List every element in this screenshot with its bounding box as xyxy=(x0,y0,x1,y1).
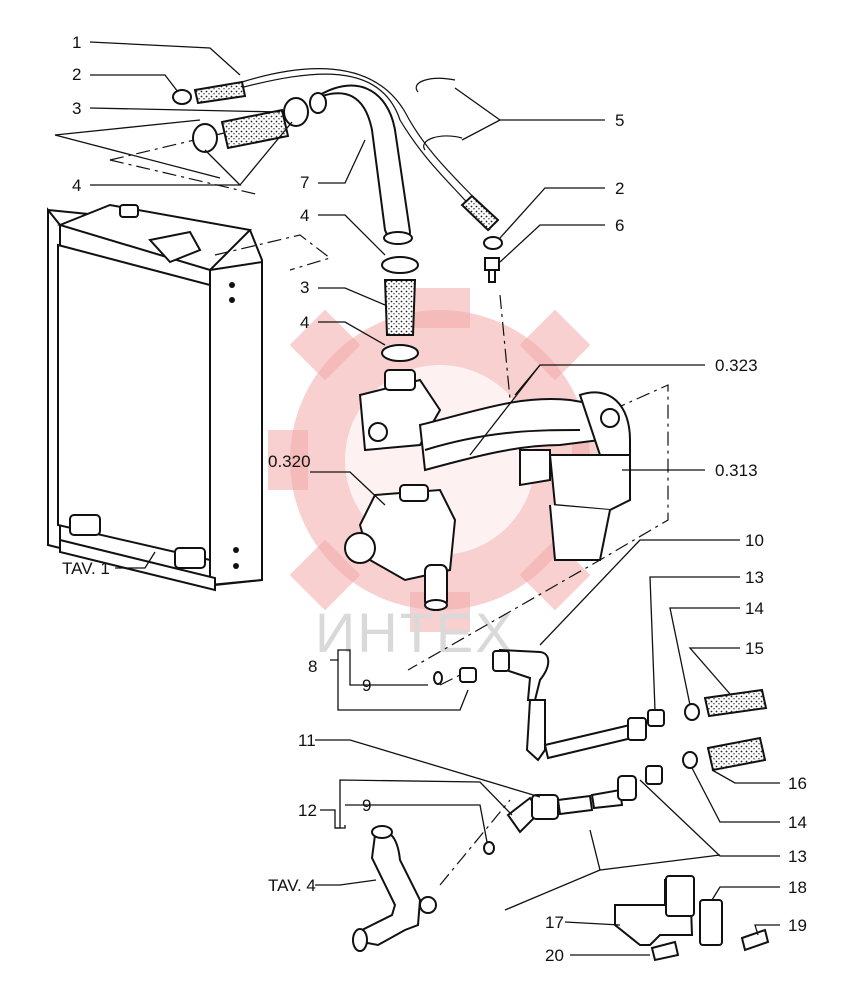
label-tav-1: TAV. 1 xyxy=(62,559,110,578)
pipe-10 xyxy=(433,648,647,762)
label-7: 7 xyxy=(300,173,309,192)
hose-1 xyxy=(193,80,247,105)
leader-lines xyxy=(54,41,780,956)
label-9-bottom: 9 xyxy=(362,796,371,815)
label-0-320: 0.320 xyxy=(268,452,311,471)
clip-5-b xyxy=(423,135,463,151)
label-14-top: 14 xyxy=(745,599,764,618)
fittings-row-upper xyxy=(647,688,768,727)
label-11: 11 xyxy=(298,731,316,750)
radiator-assembly xyxy=(47,203,263,592)
label-4-mid-a: 4 xyxy=(300,206,309,225)
clamp-2-upper xyxy=(172,89,192,105)
label-2-top: 2 xyxy=(72,65,81,84)
outlet-pipe-tav4 xyxy=(352,825,437,952)
label-3-mid: 3 xyxy=(300,278,309,297)
clamp-2-lower xyxy=(483,236,503,250)
label-0-313: 0.313 xyxy=(715,461,758,480)
fittings-row-lower xyxy=(483,736,767,855)
label-0-323: 0.323 xyxy=(715,356,758,375)
label-1: 1 xyxy=(72,33,81,52)
water-pump xyxy=(344,484,457,611)
label-tav-4: TAV. 4 xyxy=(268,876,316,895)
hose-3-upper xyxy=(220,108,290,150)
label-12: 12 xyxy=(298,801,317,820)
watermark-text: ИНТЕХ xyxy=(315,601,515,664)
hose-3-lower xyxy=(383,279,417,336)
label-19: 19 xyxy=(788,916,807,935)
label-5: 5 xyxy=(615,111,624,130)
clamp-4-a xyxy=(192,123,218,153)
clip-5-a xyxy=(415,77,456,93)
clamp-4-c xyxy=(381,256,419,274)
label-6: 6 xyxy=(615,216,624,235)
label-3-top: 3 xyxy=(72,99,81,118)
label-15: 15 xyxy=(745,639,764,658)
label-13-top: 13 xyxy=(745,568,764,587)
label-10: 10 xyxy=(745,531,764,550)
thermostat-housing xyxy=(358,369,601,487)
label-16: 16 xyxy=(788,774,807,793)
label-2-right: 2 xyxy=(615,179,624,198)
label-14-bottom: 14 xyxy=(788,813,807,832)
label-4-top: 4 xyxy=(72,176,81,195)
bracket-assembly xyxy=(614,875,770,962)
label-18: 18 xyxy=(788,878,807,897)
label-8: 8 xyxy=(308,657,317,676)
clamp-4-b xyxy=(283,97,309,127)
label-20: 20 xyxy=(545,946,564,965)
label-17: 17 xyxy=(545,913,564,932)
fitting-6 xyxy=(484,257,500,283)
label-9-top: 9 xyxy=(362,676,371,695)
hose-end-1 xyxy=(460,194,500,232)
label-13-bottom: 13 xyxy=(788,847,807,866)
oil-filter-head xyxy=(548,391,631,561)
clamp-4-d xyxy=(381,344,419,362)
label-4-mid-b: 4 xyxy=(300,313,309,332)
